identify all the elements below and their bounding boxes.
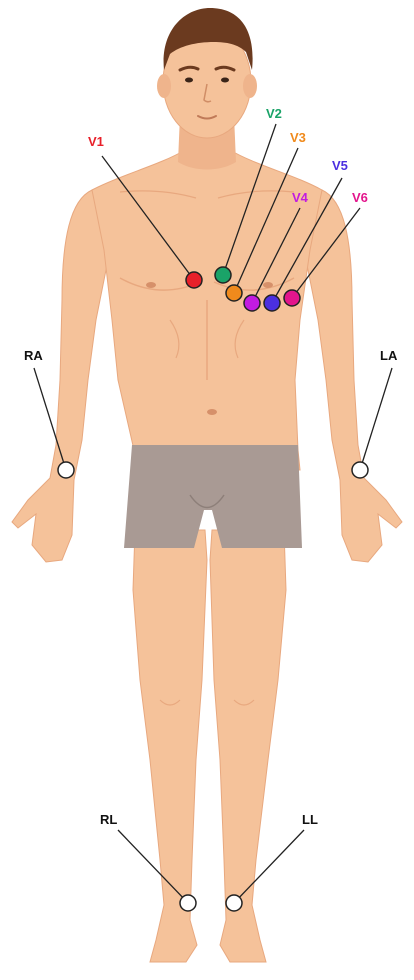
v3-label: V3 bbox=[290, 130, 306, 145]
v3-electrode bbox=[226, 285, 242, 301]
left-nipple bbox=[263, 282, 273, 288]
ll-label: LL bbox=[302, 812, 318, 827]
v4-electrode bbox=[244, 295, 260, 311]
right-arm bbox=[12, 190, 110, 562]
right-ear bbox=[157, 74, 171, 98]
ra-label: RA bbox=[24, 348, 43, 363]
right-nipple bbox=[146, 282, 156, 288]
left-arm bbox=[304, 190, 402, 562]
human-figure bbox=[12, 8, 402, 962]
v2-label: V2 bbox=[266, 106, 282, 121]
v2-electrode bbox=[215, 267, 231, 283]
v5-label: V5 bbox=[332, 158, 348, 173]
right-eye bbox=[185, 78, 193, 83]
v1-electrode bbox=[186, 272, 202, 288]
v4-label: V4 bbox=[292, 190, 309, 205]
navel bbox=[207, 409, 217, 415]
left-eye bbox=[221, 78, 229, 83]
rl-electrode bbox=[180, 895, 196, 911]
left-leg bbox=[210, 530, 286, 962]
v5-electrode bbox=[264, 295, 280, 311]
ra-electrode bbox=[58, 462, 74, 478]
la-electrode bbox=[352, 462, 368, 478]
la-lead-line bbox=[360, 368, 392, 470]
v6-label: V6 bbox=[352, 190, 368, 205]
right-leg bbox=[133, 530, 207, 962]
la-label: LA bbox=[380, 348, 398, 363]
left-ear bbox=[243, 74, 257, 98]
v6-electrode bbox=[284, 290, 300, 306]
v1-label: V1 bbox=[88, 134, 104, 149]
rl-label: RL bbox=[100, 812, 117, 827]
ll-electrode bbox=[226, 895, 242, 911]
